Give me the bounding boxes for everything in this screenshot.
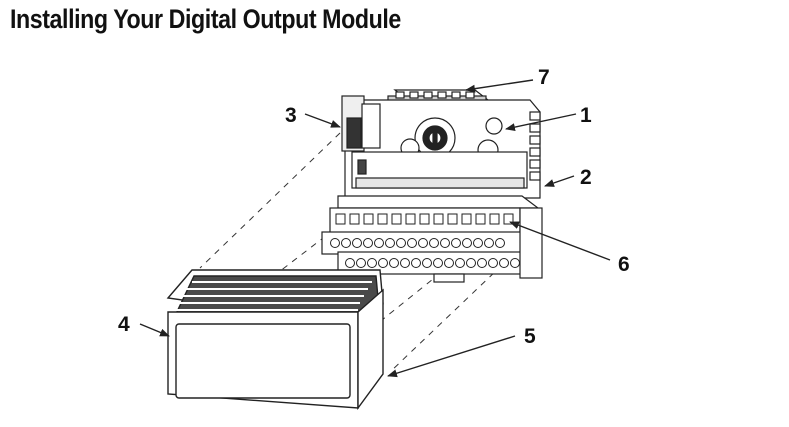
callout-1: 1 [580, 104, 592, 127]
page-title: Installing Your Digital Output Module [10, 4, 401, 34]
terminal-slots [335, 213, 514, 225]
callout-7: 7 [538, 66, 550, 89]
callout-leaders [139, 79, 611, 378]
terminal-screws [330, 238, 520, 268]
callout-4: 4 [118, 313, 130, 336]
output-module [166, 269, 384, 411]
callout-6: 6 [618, 253, 630, 276]
callout-5: 5 [524, 325, 536, 348]
terminal-base [321, 89, 543, 283]
callout-3: 3 [285, 104, 297, 127]
callout-2: 2 [580, 166, 592, 189]
